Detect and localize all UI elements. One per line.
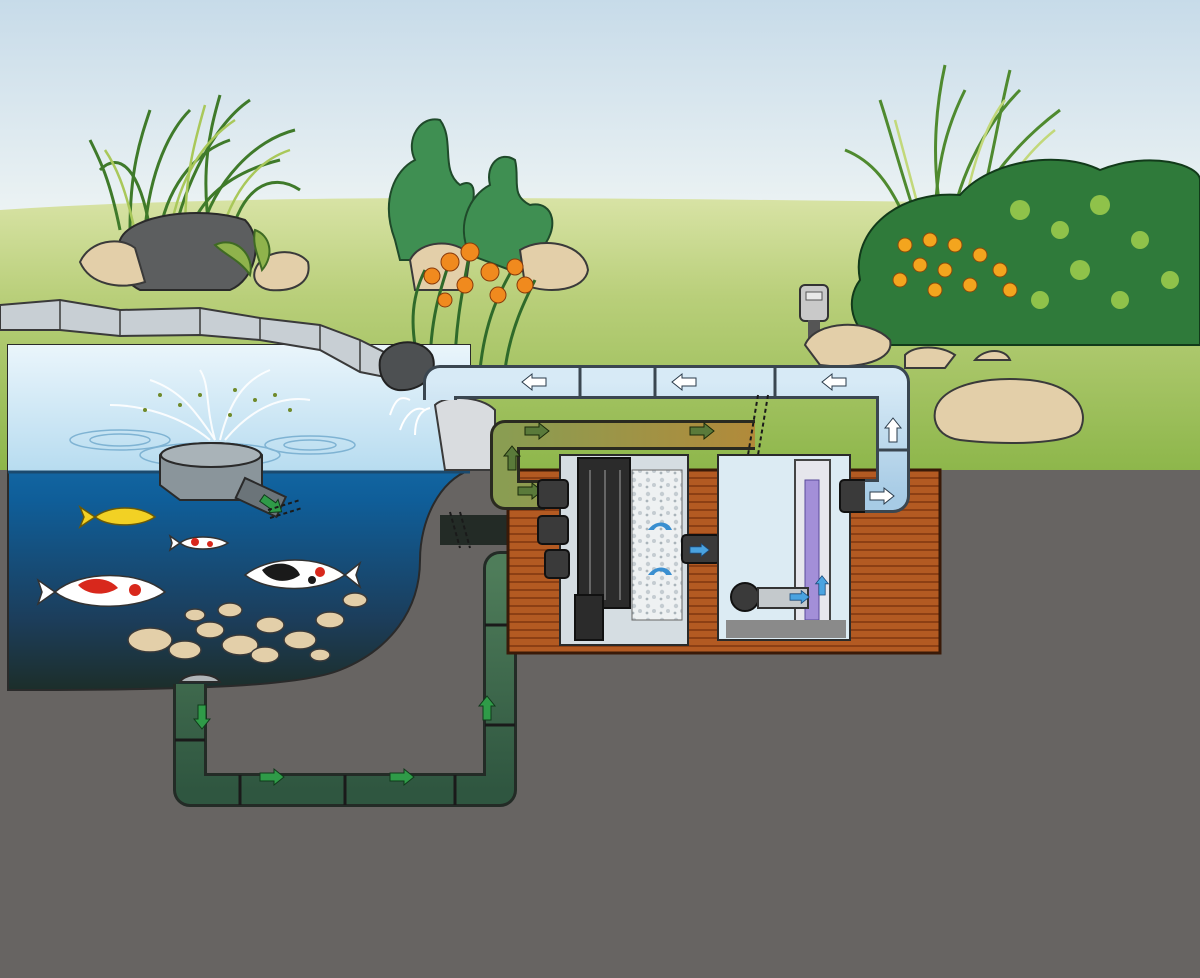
waterfall-stones: [433, 397, 496, 471]
filter-chamber-uv: [717, 454, 851, 641]
leaf-plant: [213, 228, 271, 278]
koi-large: [36, 574, 167, 607]
water-splash: [389, 397, 431, 436]
stone-right-2: [904, 346, 957, 369]
yellow-flower-cluster: [892, 232, 1018, 298]
pond-edge-stone-lines: [59, 300, 361, 372]
stone-right-1: [803, 323, 892, 368]
pond-bottom-stones: [127, 592, 368, 664]
orange-flower-plant: [411, 242, 537, 371]
pipe-joints-clean: [578, 367, 908, 452]
submersible-pump: [730, 582, 809, 612]
filter-chamber-mechanical: [559, 454, 689, 646]
pipe-break-marks: [267, 394, 769, 549]
bottom-drain: [178, 673, 222, 683]
stone-left: [78, 240, 147, 287]
fountain-spray: [109, 369, 311, 441]
hedge-leaves: [1010, 195, 1179, 309]
pipe-joints: [175, 623, 515, 805]
fountain-droplets: [143, 388, 292, 417]
flow-swirl-icons: [648, 522, 672, 575]
stone-center-2: [518, 241, 590, 291]
koi-black: [243, 559, 362, 590]
boulder-right: [933, 378, 1084, 444]
pond-surface: [8, 345, 470, 472]
stone-right-3: [972, 350, 1012, 361]
koi-small: [168, 534, 230, 552]
goldfish: [78, 505, 157, 529]
